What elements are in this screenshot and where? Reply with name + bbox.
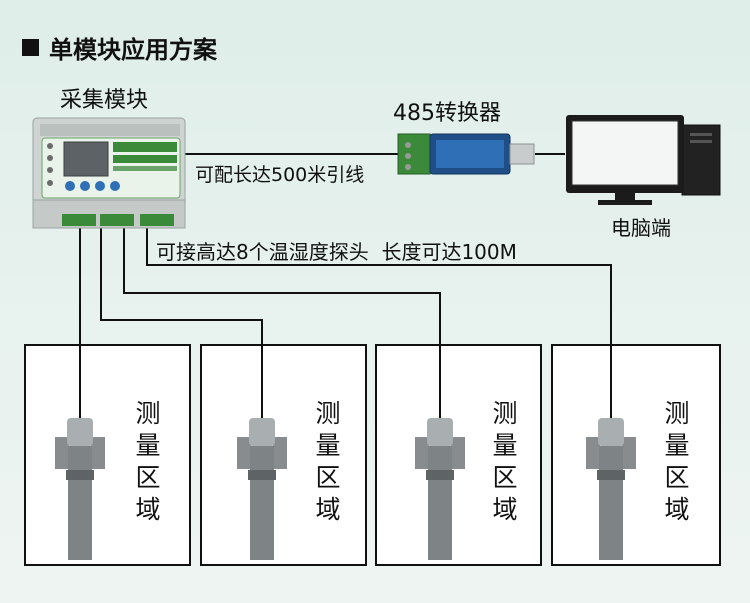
sensor-cable-3: [123, 228, 441, 420]
measure-zone-1: [24, 344, 191, 566]
measure-zone-2: [200, 344, 367, 566]
converter-label: 485转换器: [393, 101, 501, 126]
pc-label: 电脑端: [611, 216, 671, 240]
zone-label-2: 测量区域: [315, 399, 341, 524]
sensor-1: [55, 418, 105, 560]
sensor-cable-4: [146, 228, 612, 420]
terminal-block-2: [100, 214, 134, 226]
zone-label-4: 测量区域: [664, 399, 690, 524]
terminal-block-3: [140, 214, 174, 226]
title-text: 单模块应用方案: [49, 36, 217, 64]
sensor-4: [586, 418, 636, 560]
bullet-square-icon: [22, 39, 39, 56]
module-button-4: [110, 181, 120, 191]
computer: [566, 115, 721, 205]
sensor-3: [415, 418, 465, 560]
sensor-2: [237, 418, 287, 560]
module-button-1: [65, 181, 75, 191]
sensor-note: 可接高达8个温湿度探头 长度可达100M: [156, 240, 517, 264]
terminal-block-1: [62, 214, 96, 226]
sensor-cable-2: [100, 228, 263, 420]
zone-label-3: 测量区域: [492, 399, 518, 524]
acquisition-module: [32, 117, 186, 229]
module-button-3: [95, 181, 105, 191]
module-button-2: [80, 181, 90, 191]
pc-tower: [681, 124, 721, 196]
module-display: [63, 141, 109, 177]
converter-device: [397, 133, 535, 175]
page-title: 单模块应用方案: [22, 30, 217, 65]
cable-note: 可配长达500米引线: [195, 164, 365, 186]
measure-zone-4: [551, 344, 721, 566]
zone-label-1: 测量区域: [135, 399, 161, 524]
module-label: 采集模块: [60, 88, 149, 113]
